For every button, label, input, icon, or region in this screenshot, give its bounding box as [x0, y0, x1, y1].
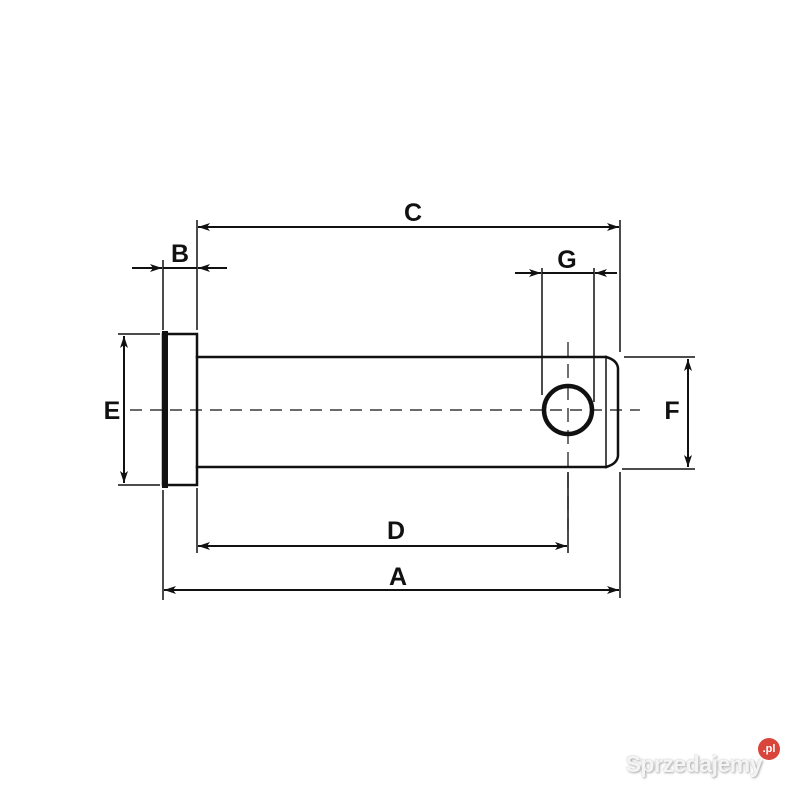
watermark-badge: .pl [758, 738, 780, 760]
center-lines [130, 342, 640, 530]
extension-lines [118, 220, 695, 600]
watermark-text: Sprzedajemy [625, 751, 763, 777]
dim-label-d: D [387, 517, 405, 545]
dim-label-c: C [404, 199, 422, 227]
dim-label-a: A [389, 563, 407, 591]
dim-label-f: F [664, 397, 679, 425]
dim-label-g: G [557, 246, 576, 274]
dim-label-b: B [171, 240, 189, 268]
dim-label-e: E [104, 397, 121, 425]
pin-shank [195, 355, 620, 469]
